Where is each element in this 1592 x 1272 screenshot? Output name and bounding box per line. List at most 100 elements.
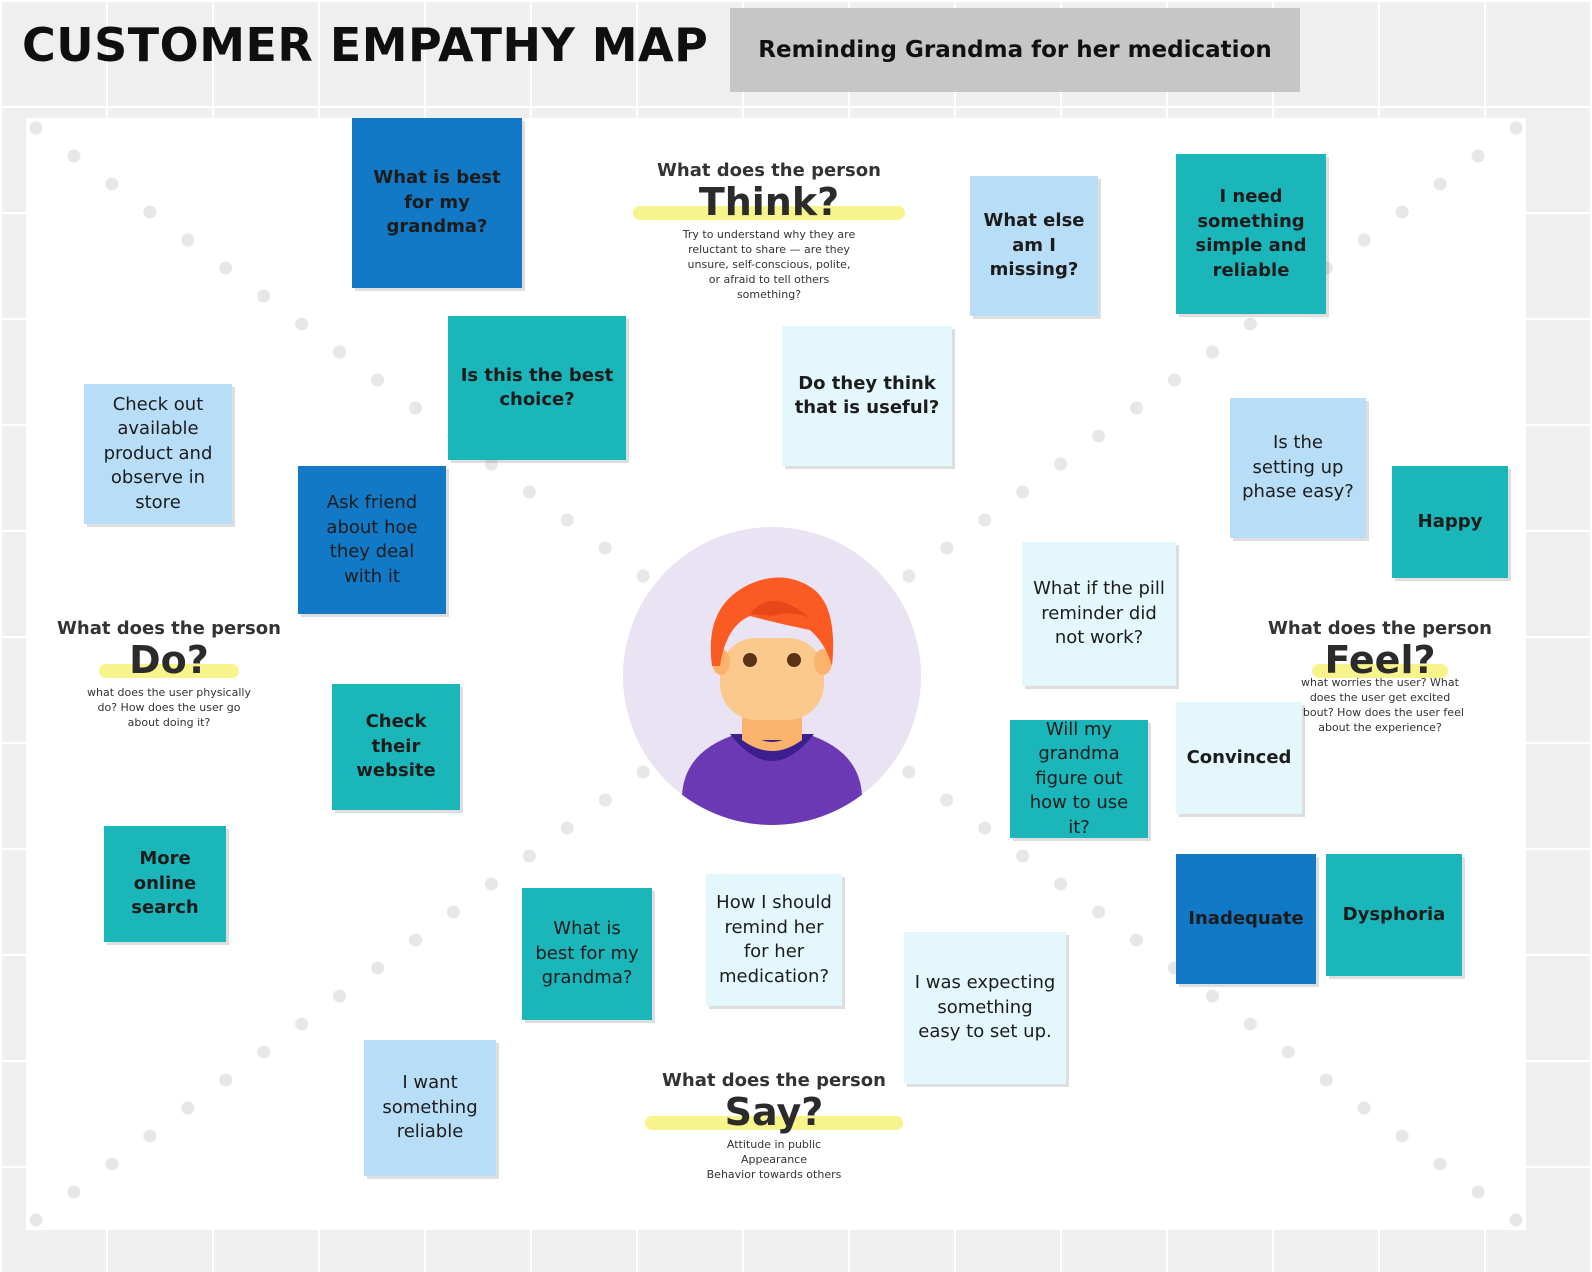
- divider-dot: [902, 765, 916, 779]
- divider-dot: [1433, 1157, 1447, 1171]
- divider-dot: [978, 821, 992, 835]
- divider-dot: [219, 261, 233, 275]
- divider-dot: [1054, 457, 1068, 471]
- divider-dot: [940, 541, 954, 555]
- divider-dot: [143, 205, 157, 219]
- note-best-choice[interactable]: Is this the best choice?: [448, 316, 626, 460]
- divider-dot: [1092, 429, 1106, 443]
- divider-dot: [181, 233, 195, 247]
- divider-dot: [1395, 205, 1409, 219]
- divider-dot: [522, 849, 536, 863]
- map-title: CUSTOMER EMPATHY MAP: [22, 18, 709, 72]
- think-question: What does the person: [657, 160, 881, 181]
- divider-dot: [484, 877, 498, 891]
- note-expecting-easy[interactable]: I was expecting something easy to set up…: [904, 932, 1066, 1084]
- map-subtitle: Reminding Grandma for her medication: [758, 37, 1272, 63]
- note-dysphoria[interactable]: Dysphoria: [1326, 854, 1462, 976]
- divider-dot: [1130, 401, 1144, 415]
- divider-dot: [219, 1073, 233, 1087]
- divider-dot: [1471, 149, 1485, 163]
- divider-dot: [1016, 849, 1030, 863]
- divider-dot: [636, 765, 650, 779]
- divider-dot: [371, 961, 385, 975]
- feel-highlight: [1312, 664, 1448, 679]
- say-description: Attitude in public Appearance Behavior t…: [706, 1137, 842, 1181]
- divider-dot: [1357, 1101, 1371, 1115]
- note-more-online-search[interactable]: More online search: [104, 826, 226, 942]
- note-pill-reminder[interactable]: What if the pill reminder did not work?: [1022, 542, 1176, 686]
- note-best-for-grandma-think[interactable]: What is best for my grandma?: [352, 118, 522, 288]
- divider-dot: [636, 569, 650, 583]
- divider-dot: [1130, 933, 1144, 947]
- think-keyword: Think?: [698, 180, 840, 224]
- divider-dot: [1205, 345, 1219, 359]
- divider-dot: [181, 1101, 195, 1115]
- divider-dot: [598, 541, 612, 555]
- divider-dot: [1092, 905, 1106, 919]
- note-grandma-figure-out[interactable]: Will my grandma figure out how to use it…: [1010, 719, 1148, 838]
- feel-question: What does the person: [1268, 618, 1492, 639]
- say-question: What does the person: [662, 1070, 886, 1091]
- divider-dot: [940, 793, 954, 807]
- think-highlight: [632, 206, 906, 221]
- note-check-store[interactable]: Check out available product and observe …: [84, 384, 232, 524]
- divider-dot: [446, 905, 460, 919]
- note-need-simple-reliable[interactable]: I need something simple and reliable: [1176, 154, 1326, 314]
- divider-dot: [257, 289, 271, 303]
- divider-dot: [1509, 1213, 1523, 1227]
- note-inadequate[interactable]: Inadequate: [1176, 854, 1316, 984]
- person-avatar-icon: [623, 527, 921, 825]
- note-want-reliable[interactable]: I want something reliable: [364, 1040, 496, 1176]
- divider-dot: [1205, 989, 1219, 1003]
- note-ask-friend[interactable]: Ask friend about hoe they deal with it: [298, 466, 446, 614]
- divider-dot: [560, 821, 574, 835]
- section-say: What does the person Say? Attitude in pu…: [634, 1070, 914, 1182]
- do-highlight: [99, 664, 239, 679]
- feel-keyword: Feel?: [1324, 638, 1436, 682]
- divider-dot: [1319, 1073, 1333, 1087]
- divider-dot: [1357, 233, 1371, 247]
- divider-dot: [257, 1045, 271, 1059]
- divider-dot: [902, 569, 916, 583]
- divider-dot: [105, 1157, 119, 1171]
- divider-dot: [105, 177, 119, 191]
- divider-dot: [371, 373, 385, 387]
- think-description: Try to understand why they are reluctant…: [682, 227, 856, 301]
- divider-dot: [67, 1185, 81, 1199]
- divider-dot: [1016, 485, 1030, 499]
- divider-dot: [522, 485, 536, 499]
- note-happy[interactable]: Happy: [1392, 466, 1508, 578]
- divider-dot: [1243, 317, 1257, 331]
- divider-dot: [29, 1213, 43, 1227]
- divider-dot: [67, 149, 81, 163]
- divider-dot: [408, 933, 422, 947]
- divider-dot: [978, 513, 992, 527]
- divider-dot: [295, 317, 309, 331]
- note-what-else-missing[interactable]: What else am I missing?: [970, 176, 1098, 316]
- divider-dot: [1471, 1185, 1485, 1199]
- note-best-for-grandma-say[interactable]: What is best for my grandma?: [522, 888, 652, 1020]
- section-do: What does the person Do? what does the u…: [54, 618, 284, 730]
- section-feel: What does the person Feel? what worries …: [1268, 618, 1492, 735]
- note-check-website[interactable]: Check their website: [332, 684, 460, 810]
- divider-dot: [333, 989, 347, 1003]
- section-think: What does the person Think? Try to under…: [624, 160, 914, 302]
- divider-dot: [1281, 1045, 1295, 1059]
- divider-dot: [143, 1129, 157, 1143]
- divider-dot: [1509, 121, 1523, 135]
- divider-dot: [1167, 373, 1181, 387]
- note-convinced[interactable]: Convinced: [1176, 702, 1302, 814]
- do-keyword: Do?: [129, 638, 209, 682]
- divider-dot: [1054, 877, 1068, 891]
- note-think-useful[interactable]: Do they think that is useful?: [782, 326, 952, 466]
- map-subtitle-box: Reminding Grandma for her medication: [730, 8, 1300, 92]
- note-how-remind[interactable]: How I should remind her for her medicati…: [706, 874, 842, 1006]
- say-keyword: Say?: [724, 1090, 824, 1134]
- divider-dot: [598, 793, 612, 807]
- divider-dot: [29, 121, 43, 135]
- divider-dot: [333, 345, 347, 359]
- divider-dot: [484, 457, 498, 471]
- divider-dot: [1243, 1017, 1257, 1031]
- note-setup-easy[interactable]: Is the setting up phase easy?: [1230, 398, 1366, 538]
- divider-dot: [1395, 1129, 1409, 1143]
